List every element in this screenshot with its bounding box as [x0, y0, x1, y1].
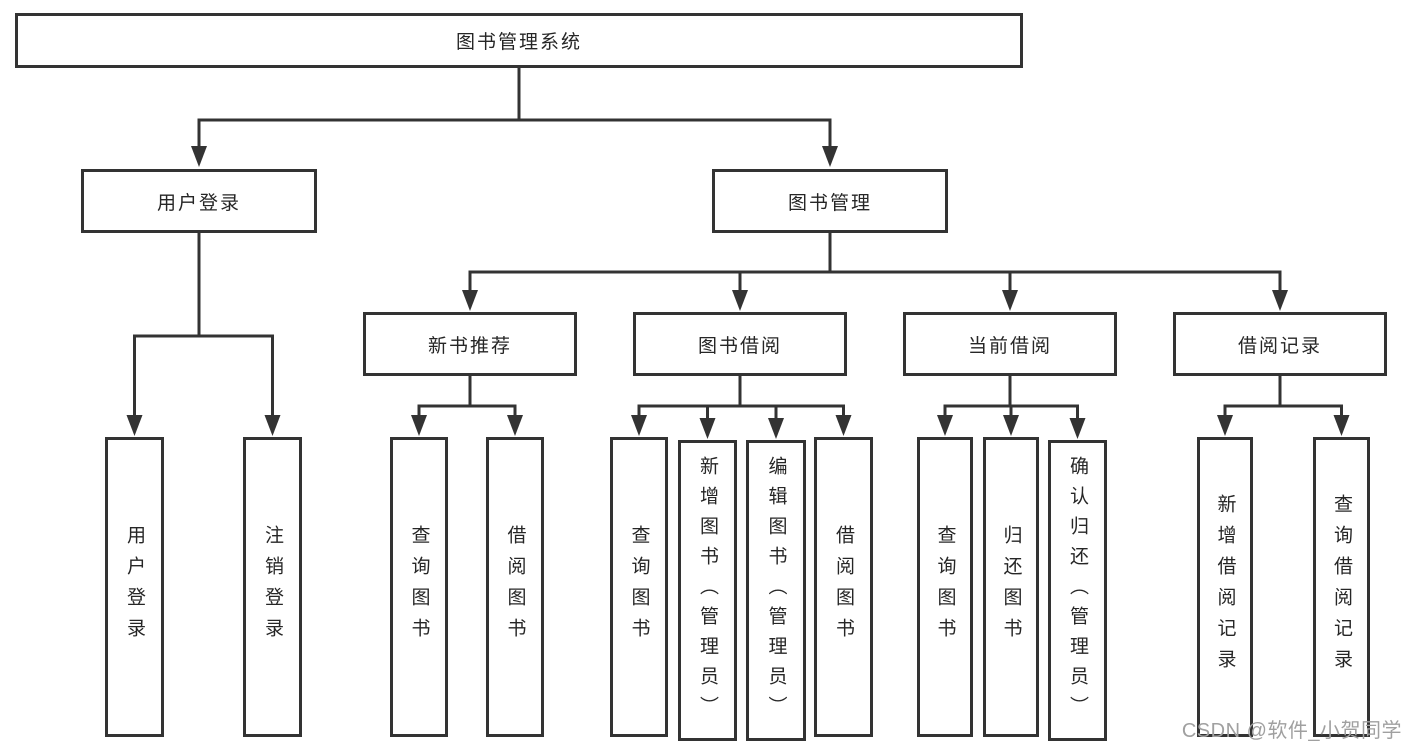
node-library-system: 图书管理系统 — [15, 13, 1023, 68]
leaf-query-borrow-record: 查询借阅记录 — [1313, 437, 1370, 737]
leaf-confirm-return-admin: 确认归还（管理员） — [1048, 440, 1107, 741]
node-book-borrowing: 图书借阅 — [633, 312, 847, 376]
leaf-user-login: 用户登录 — [105, 437, 164, 737]
leaf-logout: 注销登录 — [243, 437, 302, 737]
leaf-add-borrow-record: 新增借阅记录 — [1197, 437, 1253, 737]
node-new-book-recommend: 新书推荐 — [363, 312, 577, 376]
leaf-add-book-admin: 新增图书（管理员） — [678, 440, 737, 741]
node-borrowing-records: 借阅记录 — [1173, 312, 1387, 376]
node-user-login-branch: 用户登录 — [81, 169, 317, 233]
leaf-query-books-borrowing: 查询图书 — [610, 437, 668, 737]
node-current-borrowing: 当前借阅 — [903, 312, 1117, 376]
leaf-query-books-current: 查询图书 — [917, 437, 973, 737]
leaf-query-books-recommend: 查询图书 — [390, 437, 448, 737]
leaf-borrow-books-borrowing: 借阅图书 — [814, 437, 873, 737]
csdn-watermark: CSDN @软件_小贺同学 — [1181, 720, 1402, 742]
leaf-edit-book-admin: 编辑图书（管理员） — [746, 440, 806, 741]
leaf-borrow-books-recommend: 借阅图书 — [486, 437, 544, 737]
leaf-return-book: 归还图书 — [983, 437, 1039, 737]
node-book-management: 图书管理 — [712, 169, 948, 233]
